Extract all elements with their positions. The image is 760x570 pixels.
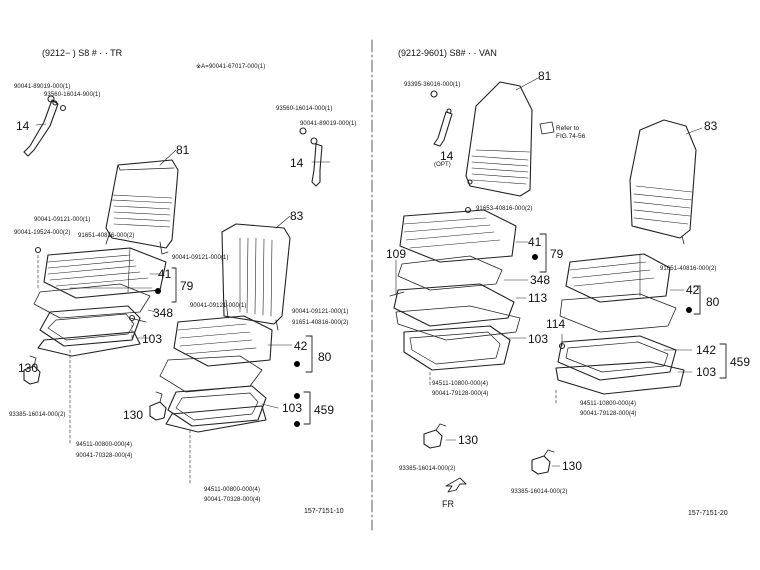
callout-label: 79: [180, 279, 194, 293]
callout-label: 80: [318, 350, 332, 364]
callout-label: 113: [528, 291, 548, 305]
callout-label: 14: [16, 119, 30, 133]
optional-note: (OPT): [434, 162, 451, 168]
left-note: ※A=90041-67017-000(1): [196, 64, 266, 70]
callout-label: 130: [18, 361, 39, 375]
callout-label: 103: [528, 332, 549, 346]
frame-142-right: [555, 335, 685, 395]
callout-label: 348: [153, 306, 174, 320]
belt-anchor-right: [430, 90, 453, 147]
refer-bracket: [539, 121, 555, 135]
pad-right: [559, 293, 677, 333]
callout-label: 41: [528, 235, 542, 249]
cushion-41-left: [34, 246, 167, 299]
callout-label: 41: [158, 267, 172, 281]
seatback-81-right: [465, 81, 533, 197]
part-number-label: 90041-79128-000(4): [432, 391, 489, 397]
part-number-label: 90041-09121-000(1): [190, 303, 247, 309]
belt-anchor-left: [23, 95, 67, 157]
part-number-label: 93385-16014-000(2): [9, 412, 66, 418]
pad-348-right: [397, 255, 503, 291]
belt-anchor-center: [299, 127, 331, 187]
cushion-41-right: [399, 206, 517, 263]
callout-label: 81: [176, 143, 190, 157]
part-number-label: 91651-40816-000(2): [78, 233, 135, 239]
part-number-label: 91653-40816-000(2): [476, 206, 533, 212]
callout-label: 14: [290, 156, 304, 170]
callout-label: 459: [730, 355, 751, 369]
front-label: FR: [442, 499, 454, 509]
frame-103-right: [389, 283, 521, 371]
cushion-42-center: [173, 315, 273, 367]
part-number-label: 93385-16014-000(2): [511, 489, 568, 495]
part-number-label: 90041-89019-000(1): [14, 84, 71, 90]
part-number-label: 90041-70328-000(4): [204, 497, 261, 503]
callout-label: 80: [706, 295, 720, 309]
part-number-label: 93385-16014-000(2): [399, 466, 456, 472]
callout-label: 109: [386, 247, 407, 261]
part-number-label: 93560-16014-000(1): [276, 106, 333, 112]
callout-label: 81: [538, 69, 552, 83]
callout-label: 130: [562, 459, 583, 473]
refer-note-line: Refer to: [556, 125, 580, 132]
callout-label: 83: [704, 119, 718, 133]
callout-label: 103: [142, 332, 163, 346]
callout-label: 79: [550, 247, 564, 261]
frame-103-left: [37, 305, 147, 357]
part-number-label: 94511-10800-000(4): [580, 401, 637, 407]
part-number-label: 93395-36016-000(1): [404, 82, 461, 88]
part-number-label: 90041-79128-000(4): [580, 411, 637, 417]
right-figure-number: 157-7151-20: [688, 510, 728, 517]
right-assembly: [389, 77, 727, 493]
part-number-label: 90041-09121-000(1): [292, 309, 349, 315]
left-model-header: (9212− ) S8 # · · TR: [42, 48, 123, 58]
callout-label: 130: [123, 408, 144, 422]
callout-label: 103: [282, 401, 303, 415]
front-arrow: [445, 477, 467, 493]
part-number-label: 90041-09121-000(1): [172, 255, 229, 261]
part-number-label: 94511-00800-000(4): [204, 487, 261, 493]
callout-label: 14: [440, 149, 454, 163]
part-number-label: 90041-89019-000(1): [300, 121, 357, 127]
callout-label: 114: [546, 317, 566, 331]
left-assembly: [23, 95, 331, 486]
part-number-label: 90041-70328-000(4): [76, 453, 133, 459]
callout-label: 103: [696, 365, 717, 379]
cushion-42-right: [565, 253, 671, 303]
callout-label: 130: [458, 433, 479, 447]
callout-label: 83: [290, 209, 304, 223]
seatback-83-center: [221, 223, 291, 331]
part-number-label: 90041-19524-000(2): [14, 230, 71, 236]
refer-note-line: FIG.74-56: [556, 133, 586, 140]
seatback-81-left: [105, 159, 179, 255]
lever-130-left: [23, 355, 41, 385]
callout-label: 42: [294, 339, 308, 353]
left-figure-number: 157-7151-10: [304, 508, 344, 515]
callout-label: 142: [696, 343, 717, 357]
part-number-label: 91651-40816-000(2): [292, 320, 349, 326]
lever-130-right-2: [531, 449, 555, 475]
callout-label: 348: [530, 273, 551, 287]
part-number-label: 91651-40816-000(2): [660, 266, 717, 272]
part-number-label: 93560-16014-900(1): [44, 92, 101, 98]
pad-348-left: [33, 283, 151, 319]
part-number-label: 90041-09121-000(1): [34, 217, 91, 223]
callout-label: 459: [314, 403, 335, 417]
part-number-label: 94511-00800-000(4): [76, 442, 133, 448]
right-model-header: (9212-9601) S8# · · VAN: [398, 48, 497, 58]
lever-130-center: [149, 391, 167, 421]
part-number-label: 94511-10800-000(4): [432, 381, 489, 387]
frame-103-center: [165, 385, 267, 433]
lever-130-right-1: [423, 423, 447, 449]
seatback-83-right: [629, 119, 697, 245]
callout-label: 42: [686, 283, 700, 297]
